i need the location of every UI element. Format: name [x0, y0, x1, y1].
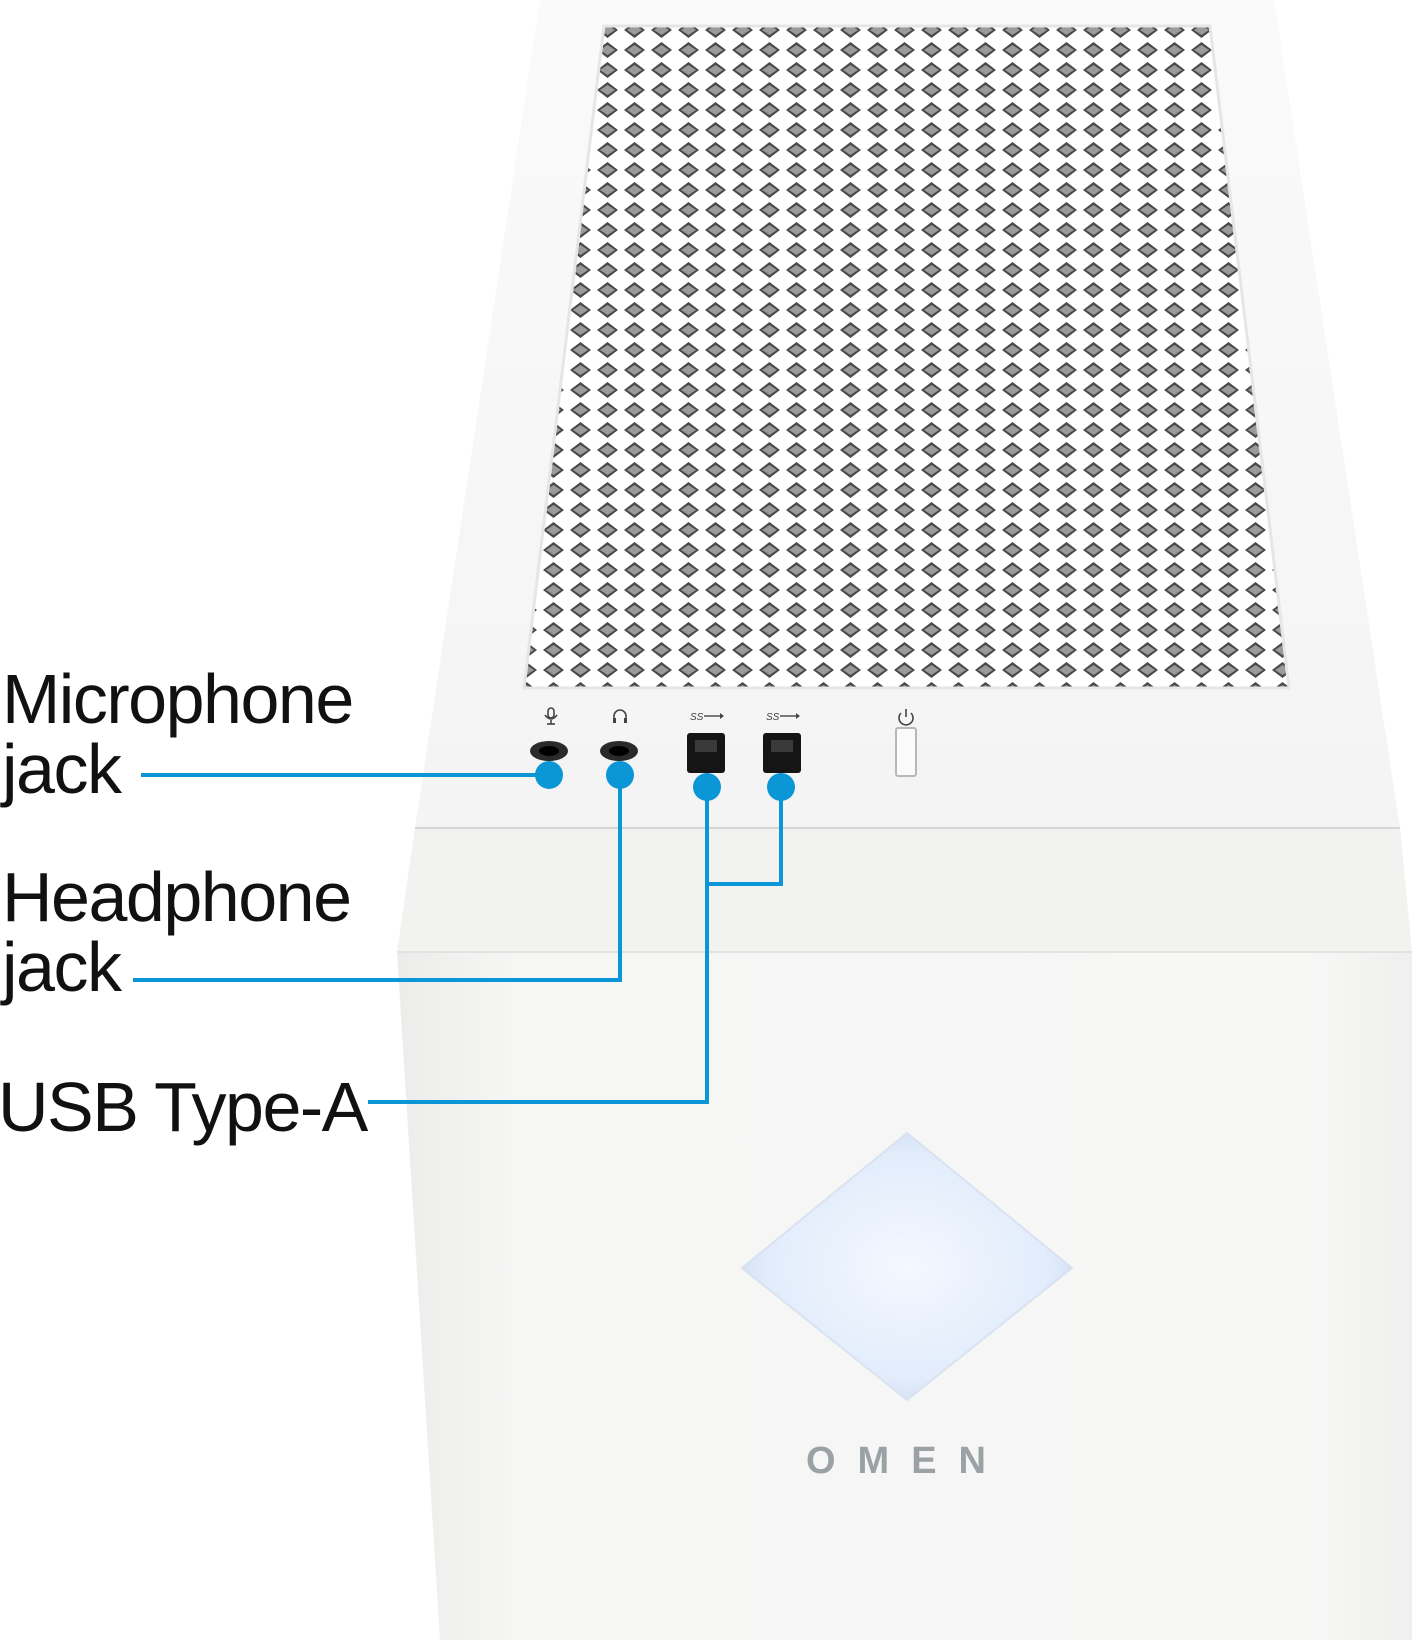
- usb-type-a-label: USB Type-A: [0, 1068, 368, 1146]
- omen-wordmark: OMEN: [806, 1440, 1008, 1482]
- usb-bracket-line: [707, 787, 783, 886]
- callout-dots: [535, 761, 795, 801]
- usb-callout-dot-right: [767, 773, 795, 801]
- power-button[interactable]: [895, 727, 917, 777]
- microphone-icon: [544, 707, 558, 725]
- microphone-jack-label: Microphone jack: [2, 660, 354, 808]
- power-icon: [898, 709, 914, 726]
- usb-callout-line: [368, 787, 709, 1104]
- headphone-callout-line: [133, 779, 622, 982]
- callout-lines: [133, 773, 783, 1104]
- microphone-callout-dot: [535, 761, 563, 789]
- usb-callout-dot-left: [693, 773, 721, 801]
- usb-icon: SS: [766, 712, 800, 723]
- omen-diamond-logo: [740, 1131, 1074, 1402]
- microphone-jack[interactable]: [530, 741, 568, 761]
- usb-icon: SS: [690, 712, 724, 723]
- usb-port-left[interactable]: [687, 733, 725, 773]
- headphone-jack[interactable]: [600, 741, 638, 761]
- headphone-jack-label: Headphone jack: [2, 858, 352, 1006]
- headphone-callout-dot: [606, 761, 634, 789]
- headphone-icon: [613, 709, 627, 723]
- usb-port-right[interactable]: [763, 733, 801, 773]
- usb-marking-right: SS: [766, 712, 780, 723]
- usb-marking-left: SS: [690, 712, 704, 723]
- ventilation-mesh: [524, 26, 1289, 688]
- case-front-edge: [397, 828, 1412, 952]
